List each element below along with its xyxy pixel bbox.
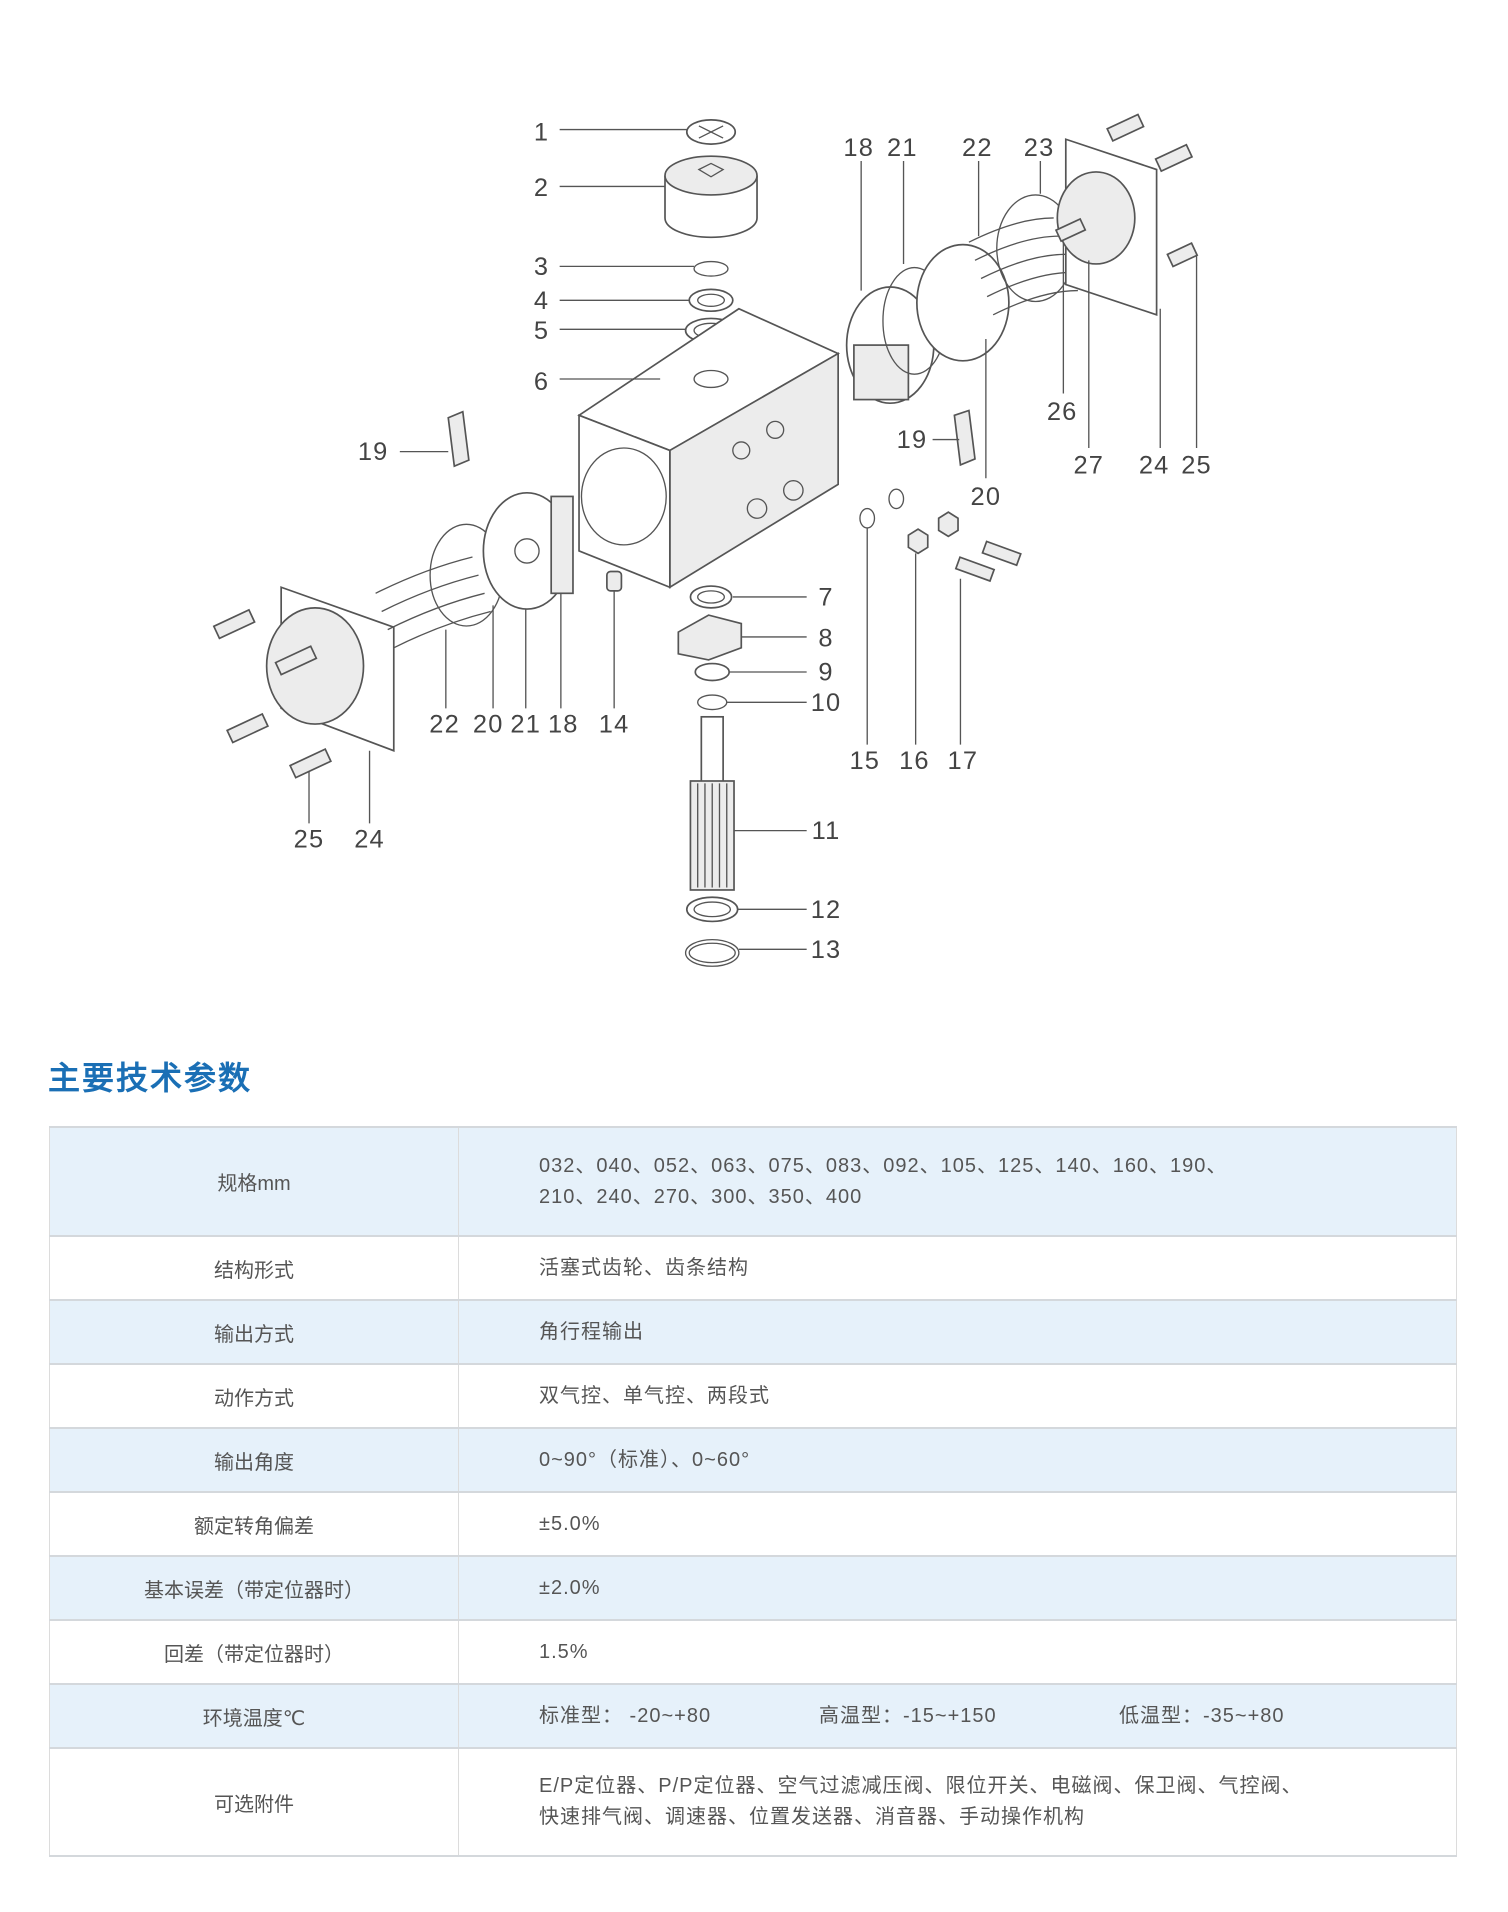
part-number-label: 4 (534, 287, 549, 315)
spec-value-line: ±5.0% (539, 1512, 601, 1535)
spec-key: 额定转角偏差 (49, 1491, 459, 1557)
part-number-label: 19 (358, 438, 389, 466)
spec-value: 1.5% (458, 1619, 1457, 1685)
part-number-label: 8 (818, 625, 833, 653)
temperature-range: 标准型： -20~+80 (539, 1704, 712, 1727)
leader-lines (308, 128, 1198, 950)
part-number-label: 18 (843, 134, 874, 162)
part-number-label: 23 (1024, 134, 1055, 162)
part-number-label: 25 (1181, 451, 1212, 479)
spec-value-line: ±2.0% (539, 1576, 601, 1599)
spec-row: 基本误差（带定位器时） ±2.0% (49, 1555, 1457, 1621)
part-number-label: 15 (849, 747, 880, 775)
part-number-label: 14 (599, 711, 630, 739)
spec-value-line: 活塞式齿轮、齿条结构 (539, 1256, 749, 1279)
part-number-label: 7 (818, 583, 833, 611)
spec-key: 动作方式 (49, 1363, 459, 1429)
part-number-label: 18 (548, 711, 579, 739)
spec-key: 回差（带定位器时） (49, 1619, 459, 1685)
part-number-label: 9 (818, 658, 833, 686)
part-number-label: 26 (1047, 398, 1078, 426)
spec-row: 环境温度℃ 标准型： -20~+80 高温型：-15~+150 低温型：-35~+80 (49, 1683, 1457, 1749)
part-number-label: 1 (534, 118, 549, 146)
spec-value: 032、040、052、063、075、083、092、105、125、140、… (458, 1126, 1457, 1237)
part-number-label: 11 (812, 817, 841, 845)
spec-value: ±2.0% (458, 1555, 1457, 1621)
part-number-label: 13 (811, 936, 842, 964)
spec-row: 动作方式 双气控、单气控、两段式 (49, 1363, 1457, 1429)
part-number-label: 6 (534, 368, 549, 396)
spec-key: 基本误差（带定位器时） (49, 1555, 459, 1621)
part-number-label: 12 (811, 896, 842, 924)
part-number-label: 3 (534, 253, 549, 281)
spec-value: ±5.0% (458, 1491, 1457, 1557)
part-number-label: 22 (429, 711, 460, 739)
part-number-label: 19 (897, 426, 928, 454)
part-number-label: 21 (510, 711, 541, 739)
spec-value: 双气控、单气控、两段式 (458, 1363, 1457, 1429)
part-number-label: 25 (294, 826, 325, 854)
section-title: 主要技术参数 (48, 1060, 253, 1096)
spec-value: 标准型： -20~+80 高温型：-15~+150 低温型：-35~+80 (458, 1683, 1457, 1749)
spec-value-line: 210、240、270、300、350、400 (539, 1185, 863, 1208)
spec-key: 环境温度℃ (49, 1683, 459, 1749)
part-number-label: 20 (473, 711, 504, 739)
spec-value-line: 0~90°（标准）、0~60° (539, 1448, 751, 1471)
spec-table: 规格mm 032、040、052、063、075、083、092、105、125、… (49, 1126, 1457, 1857)
part-number-label: 24 (1139, 451, 1170, 479)
spec-key: 可选附件 (49, 1747, 459, 1857)
spec-key: 输出角度 (49, 1427, 459, 1493)
spec-value: 0~90°（标准）、0~60° (458, 1427, 1457, 1493)
spec-value-line: 快速排气阀、调速器、位置发送器、消音器、手动操作机构 (539, 1806, 1085, 1828)
spec-key: 规格mm (49, 1126, 459, 1237)
spec-value-line: E/P定位器、P/P定位器、空气过滤减压阀、限位开关、电磁阀、保卫阀、气控阀、 (539, 1775, 1303, 1797)
actuator-parts (212, 113, 1199, 967)
part-number-label: 5 (534, 317, 549, 345)
spec-row: 结构形式 活塞式齿轮、齿条结构 (49, 1235, 1457, 1301)
temperature-range: 低温型：-35~+80 (1119, 1704, 1285, 1727)
spec-row: 回差（带定位器时） 1.5% (49, 1619, 1457, 1685)
spec-row: 输出方式 角行程输出 (49, 1299, 1457, 1365)
part-number-label: 16 (899, 747, 930, 775)
spec-value-line: 1.5% (539, 1640, 589, 1663)
part-number-label: 21 (887, 134, 918, 162)
spec-value-line: 032、040、052、063、075、083、092、105、125、140、… (539, 1154, 1228, 1177)
spec-value: 活塞式齿轮、齿条结构 (458, 1235, 1457, 1301)
part-number-label: 10 (811, 689, 842, 717)
part-number-label: 17 (948, 747, 979, 775)
part-number-label: 2 (534, 174, 549, 202)
part-number-label: 27 (1073, 451, 1104, 479)
spec-row: 额定转角偏差 ±5.0% (49, 1491, 1457, 1557)
spec-row: 输出角度 0~90°（标准）、0~60° (49, 1427, 1457, 1493)
spec-value: 角行程输出 (458, 1299, 1457, 1365)
spec-value: E/P定位器、P/P定位器、空气过滤减压阀、限位开关、电磁阀、保卫阀、气控阀、快… (458, 1747, 1457, 1857)
part-number-label: 22 (962, 134, 993, 162)
spec-key: 结构形式 (49, 1235, 459, 1301)
part-number-label: 24 (354, 826, 385, 854)
temperature-range: 高温型：-15~+150 (819, 1704, 997, 1727)
spec-key: 输出方式 (49, 1299, 459, 1365)
part-number-label: 20 (971, 483, 1002, 511)
spec-value-line: 双气控、单气控、两段式 (539, 1384, 770, 1407)
spec-value-line: 角行程输出 (539, 1320, 644, 1343)
spec-row: 规格mm 032、040、052、063、075、083、092、105、125、… (49, 1126, 1457, 1237)
